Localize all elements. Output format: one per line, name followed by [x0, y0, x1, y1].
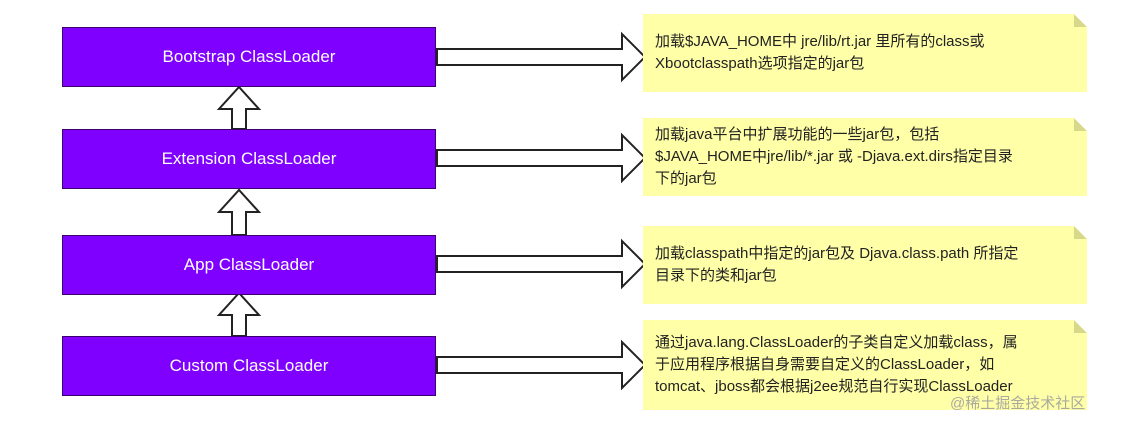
bootstrap-classloader-box: Bootstrap ClassLoader [62, 27, 436, 87]
extension-note-text: 加载java平台中扩展功能的一些jar包，包括 $JAVA_HOME中jre/l… [655, 126, 1013, 187]
right-arrow-bootstrap-note [436, 31, 647, 83]
extension-note: 加载java平台中扩展功能的一些jar包，包括 $JAVA_HOME中jre/l… [643, 118, 1087, 196]
app-classloader-box: App ClassLoader [62, 235, 436, 295]
bootstrap-classloader-label: Bootstrap ClassLoader [162, 47, 336, 66]
custom-note: 通过java.lang.ClassLoader的子类自定义加载class，属 于… [643, 320, 1087, 410]
custom-note-text: 通过java.lang.ClassLoader的子类自定义加载class，属 于… [655, 334, 1018, 395]
app-note: 加载classpath中指定的jar包及 Djava.class.path 所指… [643, 226, 1087, 304]
custom-classloader-box: Custom ClassLoader [62, 336, 436, 396]
up-arrow-app-to-extension [216, 188, 262, 236]
custom-classloader-label: Custom ClassLoader [169, 356, 329, 375]
watermark: @稀土掘金技术社区 [950, 395, 1086, 412]
right-arrow-app-note [436, 238, 647, 290]
bootstrap-note-text: 加载$JAVA_HOME中 jre/lib/rt.jar 里所有的class或 … [655, 33, 985, 72]
up-arrow-custom-to-app [216, 291, 262, 337]
bootstrap-note: 加载$JAVA_HOME中 jre/lib/rt.jar 里所有的class或 … [643, 14, 1087, 92]
extension-classloader-box: Extension ClassLoader [62, 129, 436, 189]
app-classloader-label: App ClassLoader [183, 255, 315, 274]
right-arrow-extension-note [436, 132, 647, 184]
up-arrow-extension-to-bootstrap [216, 85, 262, 130]
right-arrow-custom-note [436, 339, 647, 391]
extension-classloader-label: Extension ClassLoader [161, 149, 337, 168]
app-note-text: 加载classpath中指定的jar包及 Djava.class.path 所指… [655, 245, 1019, 284]
